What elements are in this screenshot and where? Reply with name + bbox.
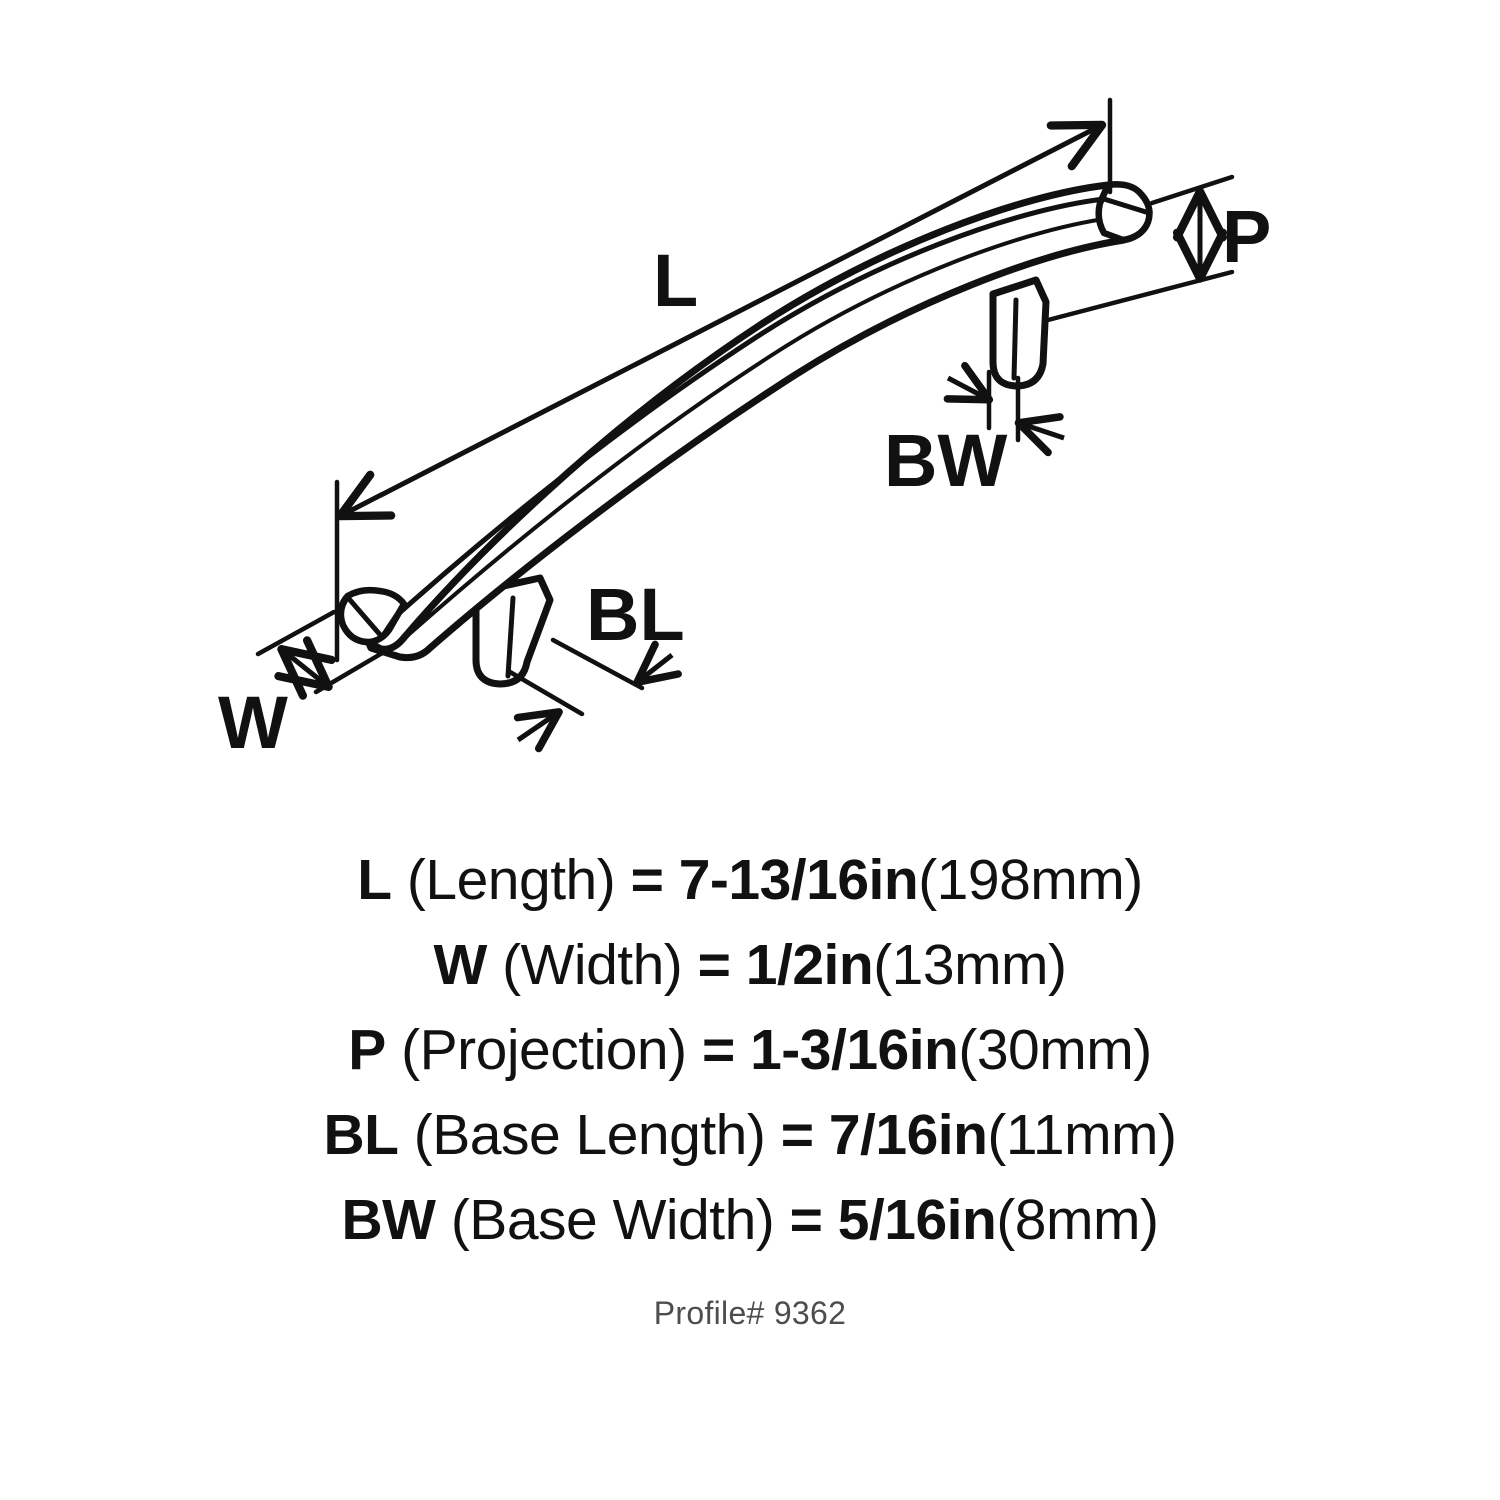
spec-name-length: (Length) [406,848,616,912]
base-length-arrow-lower [513,708,563,753]
spec-metric-base-length: (11mm) [987,1103,1177,1167]
spec-name-base-width: (Base Width) [450,1188,775,1252]
width-extension-lower [313,649,387,695]
spec-symbol-projection: P [348,1018,386,1082]
spec-equals-projection: = [701,1018,735,1082]
spec-equals-length: = [630,848,664,912]
width-extension-upper [255,609,337,657]
dimension-label-base-length: BL [586,573,685,656]
width-dimension-line [274,636,336,700]
spec-equals-base-length: = [780,1103,814,1167]
spec-line-base-length: BL (Base Length) = 7/16in(11mm) [0,1093,1500,1178]
dimension-base-width: BW [884,361,1065,502]
spec-symbol-width: W [433,933,487,997]
base-length-arrow-upper [633,640,682,687]
base-length-extension-upper [550,637,645,691]
spec-metric-width: (13mm) [873,933,1067,997]
spec-value-base-width: 5/16in [837,1188,997,1252]
spec-line-width: W (Width) = 1/2in(13mm) [0,923,1500,1008]
spec-equals-width: = [697,933,731,997]
spec-value-projection: 1-3/16in [750,1018,959,1082]
spec-symbol-length: L [357,848,392,912]
spec-line-projection: P (Projection) = 1-3/16in(30mm) [0,1008,1500,1093]
dimension-projection: P [1045,174,1271,323]
right-post-inner-edge [1011,297,1019,381]
projection-extension-top [1149,174,1235,206]
length-dimension-line [335,120,1107,521]
projection-extension-bottom [1045,269,1235,323]
spec-name-base-length: (Base Length) [413,1103,766,1167]
base-length-extension-lower [507,669,585,717]
left-post-inner-edge [505,595,516,679]
spec-equals-base-width: = [789,1188,823,1252]
handle-right-post [989,276,1050,390]
profile-number: Profile# 9362 [653,1295,847,1331]
spec-metric-base-width: (8mm) [996,1188,1159,1252]
base-width-arrow-left [943,361,994,404]
dimension-label-base-width: BW [884,419,1007,502]
left-end-cap-crease [347,597,407,640]
spec-line-length: L (Length) = 7-13/16in(198mm) [0,838,1500,923]
pull-handle-technical-drawing: L P BW B [218,97,1271,764]
spec-symbol-base-width: BW [341,1188,436,1252]
spec-value-width: 1/2in [745,933,874,997]
specification-list: L (Length) = 7-13/16in(198mm) W (Width) … [0,838,1500,1263]
spec-metric-length: (198mm) [918,848,1143,912]
spec-name-width: (Width) [502,933,683,997]
spec-value-length: 7-13/16in [678,848,919,912]
dimension-width: W [218,609,387,764]
spec-line-base-width: BW (Base Width) = 5/16in(8mm) [0,1178,1500,1263]
spec-value-base-length: 7/16in [828,1103,988,1167]
spec-metric-projection: (30mm) [958,1018,1152,1082]
base-width-arrow-right [1014,413,1065,457]
dimension-base-length: BL [507,573,685,753]
right-end-cap-crease [1101,196,1149,215]
dimension-label-projection: P [1222,195,1271,278]
spec-symbol-base-length: BL [323,1103,399,1167]
dimension-label-length: L [653,239,698,322]
dimension-length: L [334,97,1113,663]
spec-name-projection: (Projection) [401,1018,687,1082]
handle-body [337,181,1153,688]
dimension-label-width: W [218,681,288,764]
